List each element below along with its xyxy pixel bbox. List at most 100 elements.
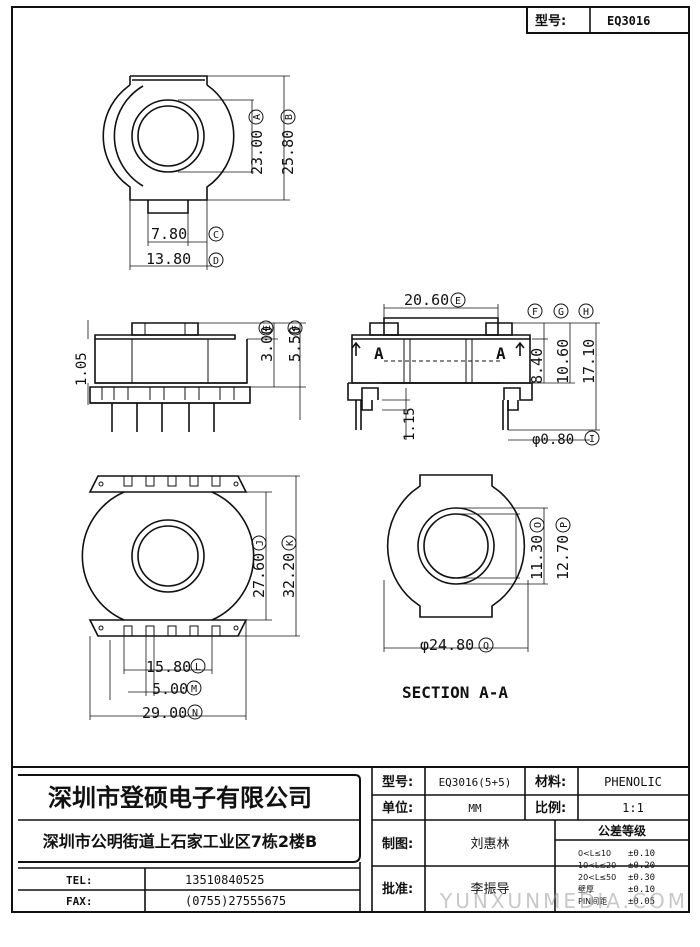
- tolerance-range-4: 壁厚: [578, 884, 594, 894]
- bottom-tag-n: N: [192, 708, 198, 719]
- bottom-dim-l-value: 15.80: [146, 658, 191, 676]
- fax-value: (0755)27555675: [185, 894, 286, 908]
- tb-material-label: 材料:: [535, 774, 566, 790]
- tag-d-circle: [208, 252, 224, 268]
- section-arrow-right: A: [496, 344, 506, 363]
- tb-drawn-label: 制图:: [382, 836, 413, 852]
- bottom-tag-m-circle: [186, 680, 202, 696]
- dim-b-value: 25.80: [279, 130, 297, 175]
- side-tag-f-circle: [287, 320, 303, 336]
- top-view: 23.00 A 25.80 B 7.80 C 13.80 D: [102, 75, 297, 270]
- tb-unit-value: MM: [468, 802, 482, 815]
- side-dim-f-value: 5.50: [286, 326, 304, 362]
- header-model-label: 型号:: [535, 13, 566, 29]
- section-tag-q-circle: [478, 637, 494, 653]
- tolerance-value-4: ±0.10: [628, 885, 655, 895]
- front-view: A A 20.60 E F G H 8.40 10.60 17.10 1.15 …: [347, 291, 600, 448]
- tel-label: TEL:: [66, 874, 93, 887]
- side-dim-left-value: 1.05: [74, 352, 90, 386]
- bottom-dim-j-value: 27.60: [250, 553, 268, 598]
- dim-a-value: 23.00: [248, 130, 266, 175]
- section-arrow-left: A: [374, 344, 384, 363]
- tolerance-title: 公差等级: [598, 823, 646, 838]
- tolerance-value-1: ±0.10: [628, 849, 655, 859]
- tb-approved-value: 李振导: [470, 882, 509, 897]
- bottom-dim-m-value: 5.00: [152, 680, 188, 698]
- tolerance-range-5: PIN间距: [578, 897, 607, 906]
- section-dim-p-value: 12.70: [554, 535, 572, 580]
- header-model-value: EQ3016: [607, 14, 650, 28]
- section-dim-q-value: φ24.80: [420, 636, 474, 654]
- bottom-dim-n-value: 29.00: [142, 704, 187, 722]
- tag-d: D: [213, 256, 219, 267]
- tb-model-label: 型号:: [382, 774, 413, 790]
- tag-b-circle: [280, 109, 296, 125]
- fax-label: FAX:: [66, 895, 93, 908]
- bottom-dim-k-value: 32.20: [280, 553, 298, 598]
- section-tag-p: P: [559, 522, 570, 528]
- bottom-tag-l: L: [195, 662, 201, 673]
- front-tag-h: H: [583, 307, 589, 318]
- bottom-tag-k: K: [285, 540, 296, 546]
- tag-b: B: [284, 114, 295, 120]
- section-caption: SECTION A-A: [402, 683, 508, 702]
- title-block: 深圳市登硕电子有限公司 深圳市公明街道上石家工业区7栋2楼B TEL: 1351…: [11, 766, 690, 913]
- section-tag-o-circle: [529, 517, 545, 533]
- front-dim-h-value: 10.60: [554, 339, 572, 384]
- tag-c-circle: [208, 226, 224, 242]
- front-dim-g-value: 8.40: [528, 348, 546, 384]
- tolerance-value-5: ±0.05: [628, 897, 655, 907]
- drawing-border: [11, 6, 690, 913]
- section-tag-p-circle: [555, 517, 571, 533]
- front-tag-g-circle: [553, 303, 569, 319]
- tolerance-value-3: ±0.30: [628, 873, 655, 883]
- side-tag-e: E: [262, 325, 273, 331]
- side-view: 3.00 E 5.50 F 1.05: [74, 320, 306, 432]
- front-tag-f-circle: [527, 303, 543, 319]
- watermark: YUNXUNMEDIA.COM: [439, 889, 688, 913]
- tb-drawn-value: 刘惠林: [470, 837, 509, 852]
- company-address: 深圳市公明街道上石家工业区7栋2楼B: [43, 832, 317, 851]
- side-tag-f: F: [291, 325, 302, 331]
- tolerance-range-3: 20<L≤50: [578, 873, 616, 882]
- header-block: 型号: EQ3016: [526, 6, 690, 34]
- front-tag-f: F: [532, 307, 538, 318]
- front-dim-pin-dia-value: φ0.80: [532, 432, 574, 448]
- tb-approved-label: 批准:: [382, 881, 413, 897]
- tag-c: C: [213, 230, 219, 241]
- tolerance-range-1: 0<L≤10: [578, 849, 611, 858]
- section-tag-o: O: [533, 522, 544, 528]
- tb-scale-value: 1:1: [622, 801, 644, 815]
- bottom-tag-j-circle: [251, 535, 267, 551]
- bottom-tag-m: M: [191, 684, 197, 695]
- front-dim-e-value: 20.60: [404, 291, 449, 309]
- front-tag-g: G: [558, 307, 564, 318]
- section-view: 11.30 O 12.70 P φ24.80 Q SECTION A-A: [383, 474, 572, 702]
- bottom-tag-k-circle: [281, 535, 297, 551]
- tb-scale-label: 比例:: [535, 800, 566, 816]
- front-dim-total-value: 17.10: [580, 339, 598, 384]
- section-dim-o-value: 11.30: [528, 535, 546, 580]
- front-dim-pin-len-value: 1.15: [402, 407, 418, 441]
- company-name: 深圳市登硕电子有限公司: [48, 784, 312, 812]
- tolerance-value-2: ±0.20: [628, 861, 655, 871]
- bottom-tag-j: J: [255, 540, 266, 546]
- dim-c-value: 7.80: [151, 225, 187, 243]
- tolerance-range-2: 10<L≤20: [578, 861, 616, 870]
- section-tag-q: Q: [483, 641, 489, 652]
- tag-a-circle: [248, 109, 264, 125]
- dim-d-value: 13.80: [146, 250, 191, 268]
- side-tag-e-circle: [258, 320, 274, 336]
- tag-a: A: [252, 114, 263, 120]
- tb-material-value: PHENOLIC: [604, 775, 662, 789]
- bottom-tag-l-circle: [190, 658, 206, 674]
- tel-value: 13510840525: [185, 873, 264, 887]
- side-dim-e-value: 3.00: [258, 326, 276, 362]
- front-tag-i-circle: [584, 430, 600, 446]
- front-tag-e: E: [455, 296, 461, 307]
- front-tag-e-circle: [450, 292, 466, 308]
- front-tag-i: I: [589, 434, 595, 445]
- tb-model-value: EQ3016(5+5): [439, 776, 512, 789]
- bottom-view: 27.60 J 32.20 K 15.80 L 5.00 M 29.00 N: [81, 475, 300, 722]
